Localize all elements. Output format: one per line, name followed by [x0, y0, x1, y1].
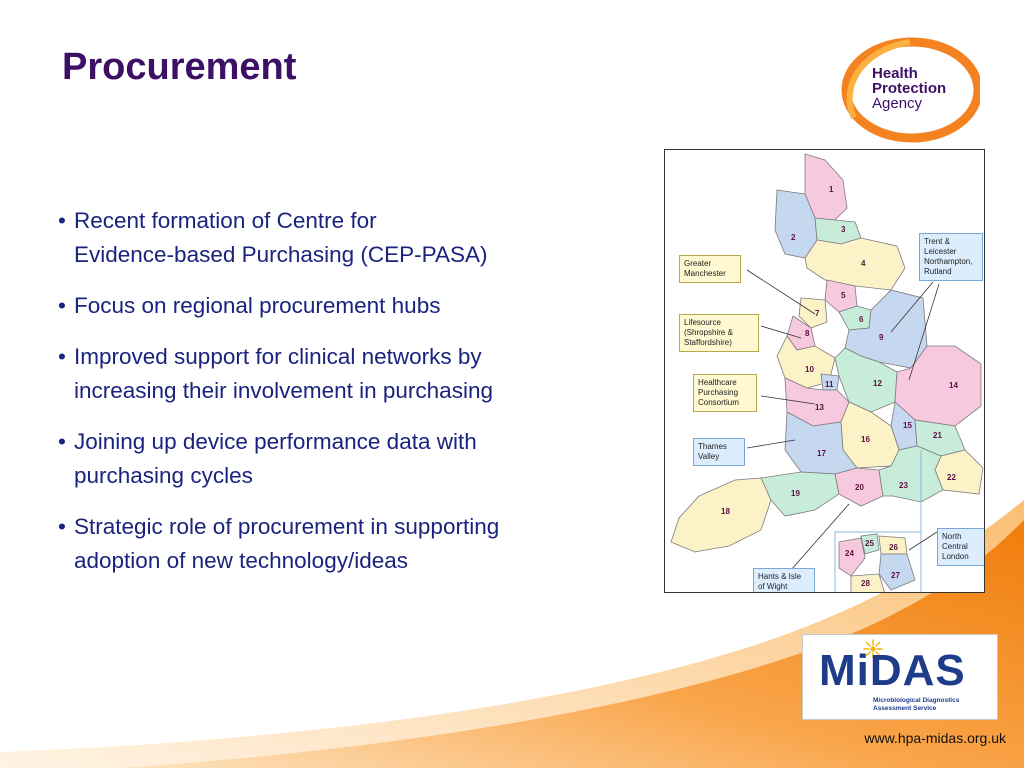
region-number: 23: [899, 481, 908, 490]
hpa-logo-text: Health Protection Agency: [872, 66, 946, 111]
region-number: 21: [933, 431, 942, 440]
region-number: 12: [873, 379, 882, 388]
map-region: [860, 533, 880, 555]
bullet-line: Recent formation of Centre for: [74, 208, 377, 233]
callout-trent-leicester: Trent & Leicester Northampton, Rutland: [919, 233, 983, 281]
callout-arrow: [760, 395, 816, 405]
bullet-item: • Strategic role of procurement in suppo…: [58, 510, 638, 578]
bullet-dot: •: [58, 514, 66, 539]
bullet-dot: •: [58, 344, 66, 369]
map-region: [838, 537, 866, 577]
health-protection-agency-logo: [841, 37, 980, 143]
callout-arrow: [746, 439, 796, 449]
hpa-logo-line-agency: Agency: [872, 95, 923, 112]
callout-greater-manchester: Greater Manchester: [679, 255, 741, 283]
callout-arrow: [890, 281, 934, 333]
region-number: 18: [721, 507, 730, 516]
procurement-regions-map: 1 2 3 4 5 6 7 8 9 10 11 12 13 14 15 16 1…: [664, 149, 985, 593]
region-number: 20: [855, 483, 864, 492]
midas-star-icon: [863, 639, 883, 659]
callout-thames-valley: Thames Valley: [693, 438, 745, 466]
region-number: 1: [829, 185, 834, 194]
region-number: 26: [889, 543, 898, 552]
bullet-line: Improved support for clinical networks b…: [74, 344, 482, 369]
england-regions-map-svg: 1 2 3 4 5 6 7 8 9 10 11 12 13 14 15 16 1…: [670, 153, 984, 592]
region-number: 25: [865, 539, 874, 548]
bullet-item: • Joining up device performance data wit…: [58, 425, 638, 493]
map-region: [804, 237, 906, 291]
slide-title: Procurement: [62, 46, 297, 88]
bullet-line: Evidence-based Purchasing (CEP-PASA): [74, 242, 488, 267]
callout-healthcare-purchasing: Healthcare Purchasing Consortium: [693, 374, 757, 412]
hpa-logo-line-health: Health: [872, 65, 918, 82]
region-number: 16: [861, 435, 870, 444]
region-number: 9: [879, 333, 884, 342]
region-number: 24: [845, 549, 854, 558]
region-number: 13: [815, 403, 824, 412]
callout-north-central-london: North Central London: [937, 528, 984, 566]
map-region: [670, 477, 772, 553]
region-number: 2: [791, 233, 796, 242]
region-number: 8: [805, 329, 810, 338]
bullet-item: • Recent formation of Centre for Evidenc…: [58, 204, 638, 272]
bullet-line: Joining up device performance data with: [74, 429, 477, 454]
website-url: www.hpa-midas.org.uk: [864, 730, 1006, 746]
callout-arrow: [760, 325, 802, 339]
region-number: 27: [891, 571, 900, 580]
region-number: 22: [947, 473, 956, 482]
region-number: 7: [815, 309, 820, 318]
callout-hants-isle-of-wight: Hants & Isle of Wight: [753, 568, 815, 592]
map-region: [878, 553, 916, 591]
bullet-item: • Focus on regional procurement hubs: [58, 289, 638, 323]
region-number: 14: [949, 381, 958, 390]
midas-subtitle-line: Microbiological Diagnostics: [873, 697, 960, 704]
region-number: 15: [903, 421, 912, 430]
bullet-dot: •: [58, 293, 66, 318]
callout-lifesource: Lifesource (Shropshire & Staffordshire): [679, 314, 759, 352]
bullet-list: • Recent formation of Centre for Evidenc…: [58, 204, 638, 595]
region-number: 17: [817, 449, 826, 458]
bullet-line: increasing their involvement in purchasi…: [74, 378, 493, 403]
region-number: 6: [859, 315, 864, 324]
bullet-line: Strategic role of procurement in support…: [74, 514, 500, 539]
region-number: 10: [805, 365, 814, 374]
bullet-line: Focus on regional procurement hubs: [74, 293, 441, 318]
midas-subtitle: Microbiological Diagnostics Assessment S…: [873, 697, 959, 713]
hpa-logo-line-protection: Protection: [872, 80, 947, 97]
map-inset-frame: [834, 531, 922, 592]
region-number: 3: [841, 225, 846, 234]
midas-subtitle-line: Assessment Service: [873, 705, 937, 712]
midas-logo: MiDAS Microbiological Diagnostics Assess…: [802, 634, 998, 720]
bullet-item: • Improved support for clinical networks…: [58, 340, 638, 408]
region-number: 4: [861, 259, 866, 268]
midas-wordmark: MiDAS: [819, 646, 966, 695]
region-number: 5: [841, 291, 846, 300]
callout-arrow: [908, 531, 938, 551]
bullet-line: adoption of new technology/ideas: [74, 548, 408, 573]
map-region: [850, 573, 885, 592]
bullet-line: purchasing cycles: [74, 463, 253, 488]
callout-arrow: [908, 283, 940, 381]
region-number: 11: [825, 380, 834, 389]
callout-arrow: [746, 269, 816, 315]
bullet-dot: •: [58, 208, 66, 233]
region-number: 28: [861, 579, 870, 588]
map-region: [760, 471, 840, 517]
map-region: [878, 445, 944, 503]
callout-arrow: [790, 503, 850, 571]
region-number: 19: [791, 489, 800, 498]
bullet-dot: •: [58, 429, 66, 454]
